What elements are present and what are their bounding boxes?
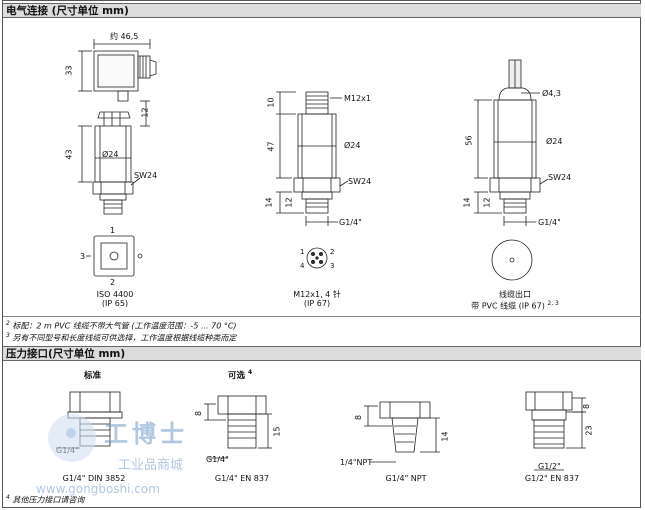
dim-g: G1/2" — [538, 462, 561, 471]
section-header-pressure: 压力接口(尺寸单位 mm) — [3, 346, 641, 361]
dim-23: 23 — [584, 425, 594, 436]
dim-g: G1/4" — [56, 446, 79, 455]
dim-thread-g: G1/4" — [538, 218, 561, 227]
drawing-fitting-npt — [364, 401, 440, 463]
drawing-iso4400-side — [78, 39, 157, 215]
dim-h4: 12 — [284, 197, 294, 208]
dim-dia: Ø24 — [102, 150, 119, 159]
footnote-2: 2 标配：2 m PVC 线缆不带大气管 (工作温度范围：-5 ... 70 °… — [6, 320, 237, 331]
pin-label-2: 2 — [330, 248, 335, 256]
pin-label-1: 1 — [110, 226, 116, 235]
caption-en837-14: G1/4" EN 837 — [214, 474, 270, 483]
drawing-m12-side — [276, 91, 349, 226]
drawing-fitting-en837-14 — [204, 395, 272, 459]
dim-sw: SW24 — [134, 171, 158, 180]
pin-label-4: 4 — [300, 262, 305, 270]
dim-h3: 43 — [64, 149, 74, 160]
caption-cable: 线缆出口 带 PVC 线缆 (IP 67) 2, 3 — [471, 290, 559, 311]
drawing-iso4400-front — [86, 235, 143, 277]
divider — [3, 316, 641, 317]
footnote-3: 3 另有不同型号和长度线缆可供选择，工作温度根据线缆种类而定 — [6, 332, 237, 343]
drawing-fitting-en837-12 — [525, 391, 586, 471]
footnote-4: 4 其他压力接口请咨询 — [6, 494, 85, 505]
dim-8: 8 — [354, 414, 364, 421]
dim-h3: 12 — [482, 197, 492, 208]
dim-h3: 14 — [264, 197, 274, 208]
label-standard: 标准 — [84, 371, 102, 381]
caption-din3852: G1/4" DIN 3852 — [62, 474, 126, 483]
dim-h2: 47 — [266, 141, 276, 152]
drawing-cable-end — [491, 239, 533, 281]
label-optional: 可选 4 — [228, 369, 253, 381]
dim-h2: 14 — [462, 197, 472, 208]
section-header-electrical: 电气连接 (尺寸单位 mm) — [3, 3, 641, 18]
dim-h1: 56 — [464, 135, 474, 146]
drawing-m12-pins — [306, 247, 328, 269]
dim-8: 8 — [194, 410, 204, 417]
dim-h2: 12 — [140, 107, 150, 118]
dim-width: 约 46,5 — [110, 32, 139, 41]
caption-en837-12: G1/2" EN 837 — [524, 474, 580, 483]
dim-h1: 10 — [266, 97, 276, 108]
pin-label-3: 3 — [80, 252, 86, 261]
dim-cable: Ø4,3 — [542, 89, 562, 98]
dim-npt: 1/4"NPT — [340, 458, 373, 467]
dim-thread-g: G1/4" — [339, 218, 362, 227]
dim-dia: Ø24 — [546, 137, 563, 146]
drawing-fitting-din3852 — [56, 391, 123, 449]
pin-label-1: 1 — [300, 248, 305, 256]
caption-m12: M12x1, 4 针 (IP 67) — [293, 290, 341, 308]
dim-g: G1/4" — [206, 455, 229, 464]
dim-dia: Ø24 — [344, 141, 361, 150]
drawing-cable-side — [474, 59, 549, 226]
dim-thread: M12x1 — [344, 94, 371, 103]
pin-label-2: 2 — [110, 278, 116, 287]
dim-14: 14 — [440, 431, 450, 442]
dim-sw: SW24 — [548, 173, 572, 182]
pin-label-3: 3 — [330, 262, 335, 270]
caption-iso4400: ISO 4400 (IP 65) — [96, 290, 134, 308]
dim-8: 8 — [582, 403, 592, 410]
dim-15: 15 — [272, 426, 282, 437]
dim-sw: SW24 — [348, 177, 372, 186]
dim-h1: 33 — [64, 65, 74, 76]
caption-npt: G1/4" NPT — [385, 474, 427, 483]
